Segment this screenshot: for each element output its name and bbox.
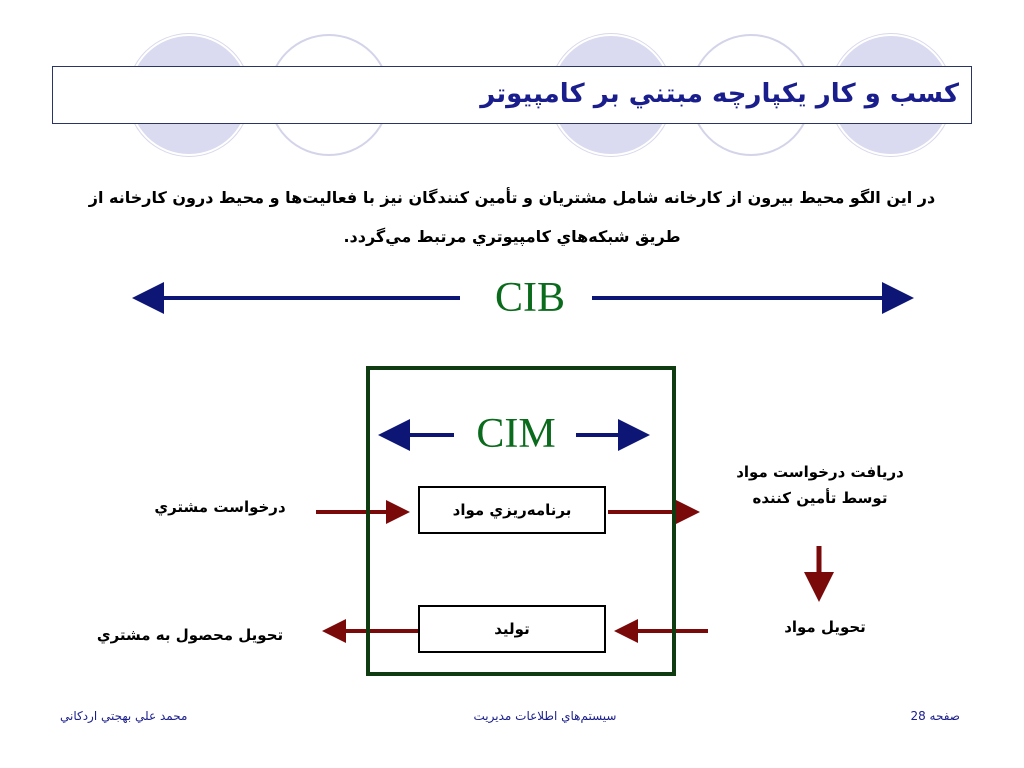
supplier-receive-label: دريافت درخواست مواد توسط تأمين كننده	[736, 463, 904, 507]
material-delivery-label: تحويل مواد	[784, 618, 866, 636]
footer-course: سيستم‌هاي اطلاعات مديريت	[473, 709, 617, 723]
cim-label: CIM	[476, 411, 556, 457]
footer-page: صفحه 28	[910, 709, 960, 723]
product-delivery-label: تحويل محصول به مشتري	[96, 626, 284, 644]
cib-label: CIB	[494, 275, 565, 321]
intro-text: در اين الگو محيط بيرون از كارخانه شامل م…	[88, 188, 936, 247]
slide-title: كسب و كار يكپارچه مبتني بر كامپيوتر	[480, 79, 959, 109]
title-box: كسب و كار يكپارچه مبتني بر كامپيوتر	[52, 66, 972, 124]
planning-box: برنامه‌ريزي مواد	[418, 486, 606, 534]
cim-frame	[366, 366, 676, 676]
footer-author: محمد علي بهجتي اردكاني	[60, 709, 188, 723]
production-box: توليد	[418, 605, 606, 653]
customer-request-label: درخواست مشتري	[154, 498, 286, 516]
